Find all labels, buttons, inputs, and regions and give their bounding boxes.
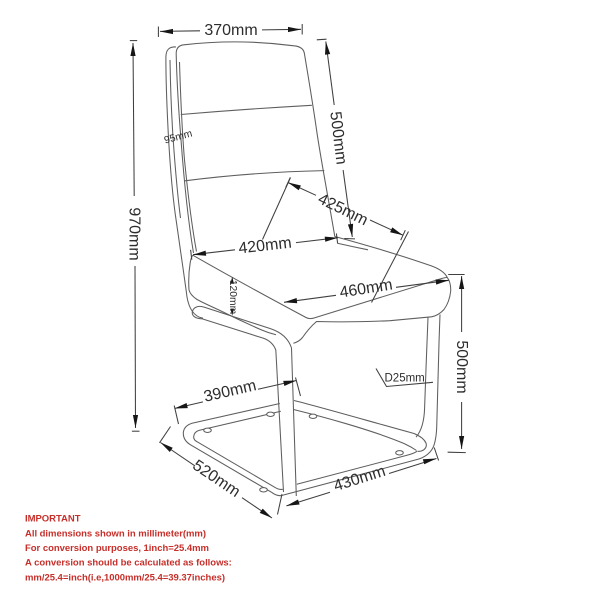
svg-text:420mm: 420mm [238, 235, 293, 258]
svg-text:mm/25.4=inch(i.e,1000mm/25.4=3: mm/25.4=inch(i.e,1000mm/25.4=39.37inches… [25, 572, 225, 583]
svg-text:370mm: 370mm [204, 22, 257, 39]
svg-text:D25mm: D25mm [385, 373, 425, 385]
svg-text:A conversion should be calcula: A conversion should be calculated as fol… [25, 558, 232, 569]
svg-text:For conversion purposes, 1inch: For conversion purposes, 1inch=25.4mm [25, 543, 209, 554]
svg-text:500mm: 500mm [453, 340, 470, 393]
svg-text:120mm: 120mm [227, 280, 238, 314]
svg-text:500mm: 500mm [326, 111, 349, 166]
svg-text:970mm: 970mm [126, 207, 143, 260]
svg-text:IMPORTANT: IMPORTANT [25, 514, 81, 525]
svg-text:All dimensions shown in millim: All dimensions shown in millimeter(mm) [25, 528, 206, 539]
